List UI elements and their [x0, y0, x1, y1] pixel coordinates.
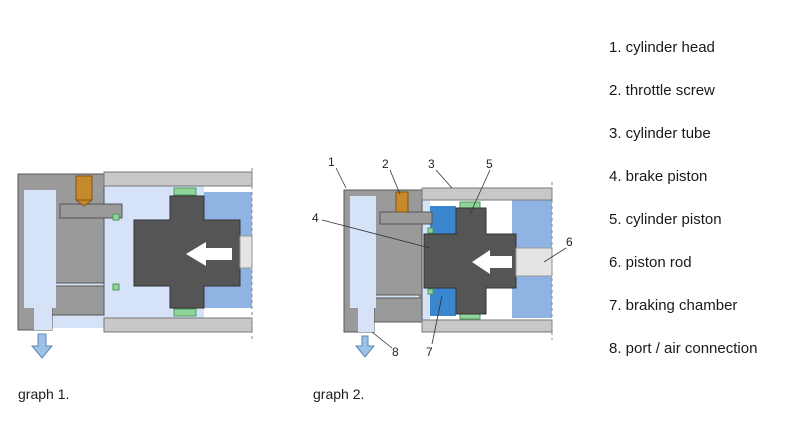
graph2-braking-chamber-bottom: [430, 288, 456, 316]
callout-3: 3: [428, 157, 435, 171]
caption-graph-1: graph 1.: [18, 386, 70, 402]
leader-3: [435, 169, 453, 189]
graph2-braking-chamber-top: [430, 206, 456, 234]
legend-item-piston-rod: 6. piston rod: [609, 254, 692, 271]
legend-item-port-air-connection: 8. port / air connection: [609, 340, 758, 357]
graph-2-cross-section: 1 2 3 4 5 6 7 8: [312, 155, 573, 359]
callout-1: 1: [328, 155, 335, 169]
leader-8: [371, 331, 393, 349]
graph1-seal-small-top: [112, 213, 120, 221]
leader-5: [469, 169, 491, 215]
graph2-seal-top: [459, 201, 481, 209]
graph2-piston: [423, 207, 517, 315]
graph1-seal-top: [173, 187, 197, 196]
callout-8: 8: [392, 345, 399, 359]
leader-7: [431, 295, 443, 345]
graph2-throttle-channel: [379, 211, 433, 225]
graph1-port-arrow: [30, 333, 54, 359]
graph1-piston: [133, 195, 241, 309]
graph1-cylinder-tube-bottom: [103, 317, 253, 333]
leader-4: [321, 219, 431, 249]
graph2-cylinder-tube-bottom: [421, 319, 553, 333]
graph2-throttle-screw: [395, 191, 409, 213]
legend-item-braking-chamber: 7. braking chamber: [609, 297, 738, 314]
graph1-throttle-channel: [59, 203, 123, 219]
legend-list: 1. cylinder head 2. throttle screw 3. cy…: [609, 38, 757, 382]
graph2-port: [358, 308, 374, 332]
graph1-seal-small-bottom: [112, 283, 120, 291]
graph2-port-arrow: [354, 335, 376, 358]
graph-1-cross-section: [17, 168, 253, 359]
graph1-cylinder-tube-top: [103, 171, 253, 187]
graph1-port: [34, 305, 52, 330]
callout-5: 5: [486, 157, 493, 171]
callout-7: 7: [426, 345, 433, 359]
graph2-motion-arrow: [472, 250, 512, 274]
legend-item-throttle-screw: 2. throttle screw: [609, 82, 715, 99]
leader-6: [543, 247, 567, 263]
leader-1: [335, 167, 347, 189]
legend-item-cylinder-piston: 5. cylinder piston: [609, 211, 722, 228]
graph2-seal-small-top: [427, 227, 434, 234]
legend-item-brake-piston: 4. brake piston: [609, 168, 708, 185]
legend-item-cylinder-head: 1. cylinder head: [609, 39, 715, 56]
graph1-motion-arrow: [186, 242, 232, 266]
graph1-head-bore-top: [24, 190, 56, 308]
caption-graph-2: graph 2.: [313, 386, 365, 402]
callout-4: 4: [312, 211, 319, 225]
graph2-seal-small-bottom: [427, 288, 434, 295]
graph1-seal-bottom: [173, 308, 197, 317]
legend-item-cylinder-tube: 3. cylinder tube: [609, 125, 711, 142]
graph1-throttle-screw: [75, 175, 93, 201]
graph2-piston-rod: [515, 247, 553, 277]
graph1-throttle-screw-tip: [74, 199, 94, 207]
callout-6: 6: [566, 235, 573, 249]
graph2-head-bore: [350, 196, 376, 308]
callout-2: 2: [382, 157, 389, 171]
leader-2: [389, 169, 401, 195]
graph2-cylinder-tube-top: [421, 187, 553, 201]
graph1-piston-rod: [239, 235, 253, 269]
